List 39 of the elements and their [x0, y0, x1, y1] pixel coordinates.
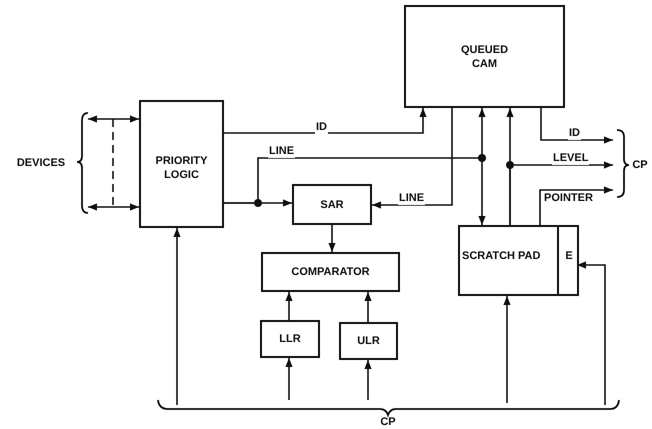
connector-arrow	[577, 261, 606, 405]
connector-arrow	[364, 292, 372, 322]
block-label: SAR	[320, 198, 344, 212]
group-label: CP	[380, 414, 396, 428]
block-label: COMPARATOR	[291, 265, 370, 279]
group-label: DEVICES	[16, 156, 66, 170]
connector-arrow	[503, 296, 511, 403]
connector-arrow	[173, 228, 181, 405]
connector-arrow	[509, 161, 613, 225]
logic-block	[139, 100, 224, 228]
connector-arrow	[328, 225, 336, 252]
connector-arrow	[364, 360, 372, 400]
connector-arrow	[285, 358, 293, 400]
connector-arrow	[88, 115, 139, 123]
block-label: ULR	[357, 334, 380, 348]
connector-arrow	[88, 203, 139, 211]
connector-arrow	[372, 108, 453, 209]
block-label: QUEUED CAM	[460, 43, 510, 71]
memory-block	[458, 225, 579, 296]
group-label: CP	[632, 158, 648, 172]
edge-label: LEVEL	[552, 152, 590, 165]
edge-label: LINE	[268, 145, 296, 158]
block-label: PRIORITY LOGIC	[154, 154, 208, 182]
block-label: LLR	[279, 332, 301, 346]
register-block	[292, 184, 372, 225]
edge-label: ID	[568, 127, 581, 140]
connector-arrow	[539, 186, 613, 225]
register-block	[339, 322, 398, 360]
connector-arrow	[285, 292, 293, 320]
register-block	[260, 320, 320, 358]
edge-label: ID	[315, 121, 328, 134]
edge-label: LINE	[398, 192, 426, 205]
connector-arrow	[224, 108, 427, 134]
memory-block	[404, 5, 565, 108]
block-label: E	[565, 249, 573, 263]
block-label: SCRATCH PAD	[462, 249, 540, 263]
comparator-block	[261, 252, 400, 292]
connector-arrow	[478, 108, 486, 225]
connector-arrow	[540, 108, 613, 144]
